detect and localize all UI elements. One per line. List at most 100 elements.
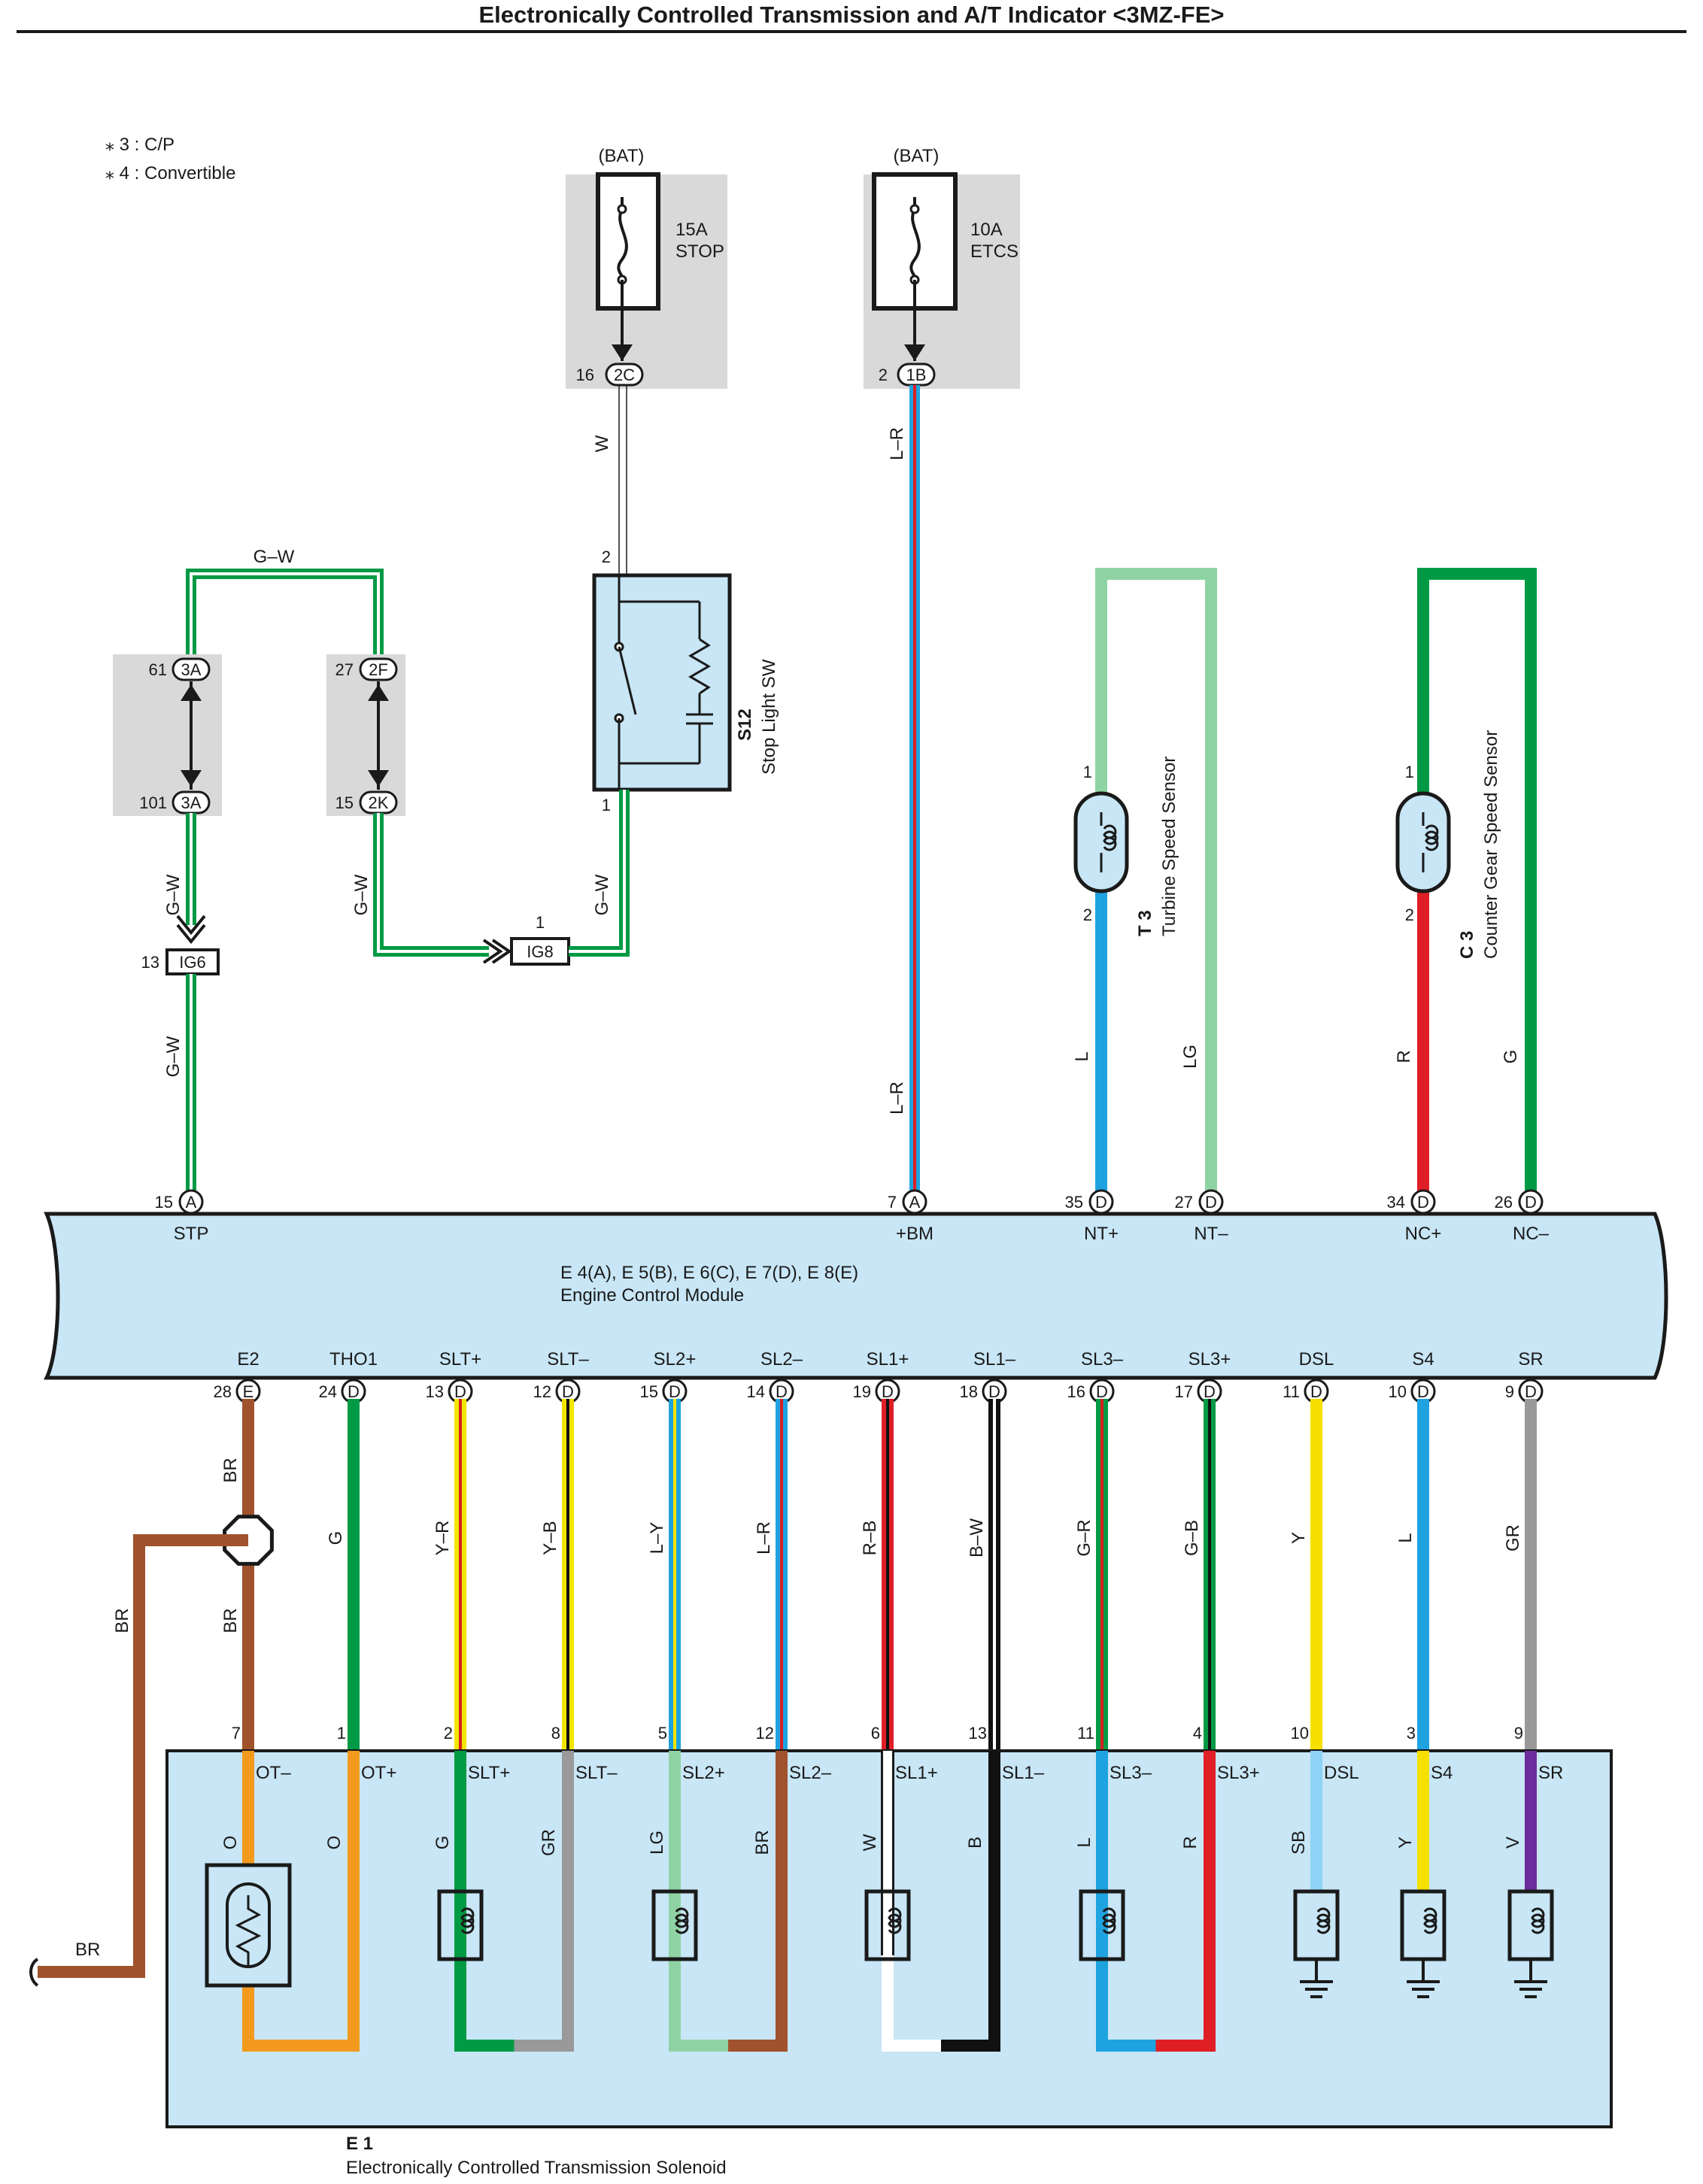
solenoid-pin-num-11: 3 bbox=[1407, 1724, 1416, 1743]
junction-3a-bottom: 3A bbox=[181, 793, 202, 812]
solenoid-pin-label-6: SL1+ bbox=[895, 1763, 938, 1783]
ecm-bottom-pin-label-6: SL1+ bbox=[867, 1349, 909, 1370]
solenoid-loop-a-1 bbox=[454, 1751, 515, 2052]
ig6-label: IG6 bbox=[179, 953, 205, 972]
solenoid-wire-label-b-4: R bbox=[1180, 1836, 1201, 1849]
fuse-stop: (BAT) 15A STOP 2C 16 bbox=[566, 146, 727, 389]
ig8-label: IG8 bbox=[527, 942, 553, 961]
solenoid-wire-label-a-4: L bbox=[1074, 1837, 1094, 1847]
ecm-bottom-pin-3-conn: D bbox=[562, 1382, 574, 1401]
solenoid-pin-num-2: 2 bbox=[444, 1724, 453, 1743]
solenoid-pin-label-1: OT+ bbox=[361, 1763, 396, 1783]
wire-label-10: Y bbox=[1289, 1532, 1309, 1544]
stop-sw-pin-1: 1 bbox=[602, 796, 611, 814]
solenoid-internals: OT–OT+SLT+SLT–SL2+SL2–SL1+SL1–SL3–SL3+DS… bbox=[205, 1751, 1563, 2052]
ecm-bottom-pin-num-0: 28 bbox=[214, 1382, 232, 1401]
ecm-bottom-pin-label-9: SL3+ bbox=[1188, 1349, 1231, 1370]
junction-2f-pin: 27 bbox=[335, 660, 354, 679]
ecm-bottom-pin-num-9: 17 bbox=[1175, 1382, 1193, 1401]
solenoid-code: E 1 bbox=[346, 2134, 373, 2154]
c3-wire-g: G bbox=[1501, 1050, 1521, 1064]
ecm-top-pin-1-circle bbox=[902, 1189, 927, 1215]
ig8-pin: 1 bbox=[536, 913, 545, 932]
gw-wiring: G–W 3A 61 3A 101 2F 27 2K 15 G–W IG6 13 … bbox=[113, 547, 630, 1194]
c3-pin-2: 2 bbox=[1405, 905, 1414, 924]
ecm-bottom-pin-11-conn: D bbox=[1417, 1382, 1429, 1401]
ecm-top-pin-4-conn: D bbox=[1417, 1193, 1429, 1212]
ecm-bottom-pin-num-4: 15 bbox=[640, 1382, 658, 1401]
wire-label-3: Y–B bbox=[540, 1521, 560, 1555]
ecm-bottom-pin-num-5: 14 bbox=[747, 1382, 765, 1401]
ecm-top-pin-num-4: 34 bbox=[1387, 1193, 1405, 1212]
ecm-top-pin-label-0: STP bbox=[174, 1224, 209, 1244]
junction-2f: 2F bbox=[369, 660, 388, 679]
counter-gear-speed-sensor: 1 2 C 3 Counter Gear Speed Sensor R G bbox=[1394, 568, 1537, 1194]
solenoid-wire-label-b-3: B bbox=[965, 1837, 985, 1849]
ecm-codes: E 4(A), E 5(B), E 6(C), E 7(D), E 8(E) bbox=[560, 1263, 858, 1283]
ecm-top-pin-label-2: NT+ bbox=[1084, 1224, 1119, 1244]
ecm-top-pin-0-circle bbox=[178, 1189, 204, 1215]
solenoid-pin-num-1: 1 bbox=[337, 1724, 346, 1743]
wire-label-11: L bbox=[1395, 1533, 1416, 1542]
ecm-top-pin-2-circle bbox=[1088, 1189, 1114, 1215]
solenoid-loop-a-0 bbox=[242, 1751, 301, 2052]
ecm-top-pin-label-3: NT– bbox=[1194, 1224, 1228, 1244]
wire-label-6: R–B bbox=[860, 1521, 880, 1556]
t3-name: Turbine Speed Sensor bbox=[1159, 757, 1179, 936]
fuse-stop-source: (BAT) bbox=[599, 146, 645, 166]
t3-wire-lg: LG bbox=[1180, 1045, 1201, 1069]
wire-label-4: L–Y bbox=[647, 1522, 667, 1555]
wire-label-lr-bottom: L–R bbox=[887, 1081, 907, 1115]
c3-name: Counter Gear Speed Sensor bbox=[1481, 730, 1501, 959]
solenoid-pin-label-11: S4 bbox=[1431, 1763, 1453, 1783]
engine-control-module: E 4(A), E 5(B), E 6(C), E 7(D), E 8(E) E… bbox=[44, 1189, 1668, 1404]
ecm-bottom-pin-label-4: SL2+ bbox=[654, 1349, 697, 1370]
ecm-bottom-pin-8-conn: D bbox=[1096, 1382, 1108, 1401]
page-title: Electronically Controlled Transmission a… bbox=[478, 2, 1224, 28]
ecm-bottom-pin-6-conn: D bbox=[882, 1382, 894, 1401]
c3-code: C 3 bbox=[1457, 931, 1477, 959]
ecm-bottom-pin-10-conn: D bbox=[1310, 1382, 1322, 1401]
note-4: ⁎ 4 : Convertible bbox=[105, 163, 235, 184]
c3-pin-1: 1 bbox=[1405, 763, 1414, 781]
fuse-etcs-rating: 10A bbox=[970, 220, 1003, 240]
junction-2k: 2K bbox=[369, 793, 389, 812]
ecm-top-pin-1-conn: A bbox=[909, 1193, 921, 1212]
ecm-top-pin-5-circle bbox=[1518, 1189, 1544, 1215]
t3-pin-2: 2 bbox=[1083, 905, 1092, 924]
stop-sw-code: S12 bbox=[735, 708, 755, 741]
wire-label-gw-left: G–W bbox=[163, 874, 184, 915]
solenoid-pin-label-10: DSL bbox=[1324, 1763, 1359, 1783]
ecm-bottom-pin-5-conn: D bbox=[776, 1382, 788, 1401]
ecm-bottom-pin-12-conn: D bbox=[1525, 1382, 1537, 1401]
ecm-bottom-pin-num-1: 24 bbox=[319, 1382, 337, 1401]
ecm-top-pin-label-5: NC– bbox=[1513, 1224, 1550, 1244]
ecm-bottom-pin-num-6: 19 bbox=[853, 1382, 871, 1401]
wire-label-gw-2k: G–W bbox=[351, 874, 372, 915]
ecm-bottom-pin-num-2: 13 bbox=[426, 1382, 444, 1401]
ecm-solenoid-wires: BR7G1Y–R2Y–B8L–Y5L–R12R–B6B–W13G–R11G–B4… bbox=[220, 1399, 1537, 1751]
ecm-top-pin-2-conn: D bbox=[1095, 1193, 1107, 1212]
fuse-etcs-conn: 1B bbox=[906, 366, 927, 384]
c3-wire-r: R bbox=[1394, 1050, 1414, 1063]
fuse-etcs-name: ETCS bbox=[970, 241, 1018, 262]
wire-label-8: G–R bbox=[1074, 1519, 1094, 1556]
ecm-top-pin-5-conn: D bbox=[1525, 1193, 1537, 1212]
wire-label-lr-top: L–R bbox=[887, 427, 907, 460]
wire-label-12: GR bbox=[1503, 1524, 1523, 1552]
ecm-bottom-pin-2-conn: D bbox=[454, 1382, 466, 1401]
ecm-bottom-pin-num-12: 9 bbox=[1505, 1382, 1514, 1401]
ecm-top-pin-num-1: 7 bbox=[888, 1193, 897, 1212]
solenoid-loop-a-4 bbox=[1096, 1751, 1156, 2052]
ecm-bottom-pin-0-conn: E bbox=[243, 1382, 254, 1401]
ecm-bottom-pins: E2E28THO1D24SLT+D13SLT–D12SL2+D15SL2–D14… bbox=[214, 1349, 1544, 1404]
solenoid-pin-label-0: OT– bbox=[256, 1763, 291, 1783]
ecm-bottom-pin-4-conn: D bbox=[669, 1382, 681, 1401]
wire-label-gw-stp: G–W bbox=[163, 1036, 184, 1077]
ecm-bottom-pin-num-11: 10 bbox=[1389, 1382, 1407, 1401]
ecm-bottom-pin-label-7: SL1– bbox=[973, 1349, 1016, 1370]
solenoid-pin-num-4: 5 bbox=[658, 1724, 667, 1743]
fuse-etcs-pin: 2 bbox=[879, 366, 888, 384]
solenoid-loop-b-4 bbox=[1155, 1751, 1216, 2052]
